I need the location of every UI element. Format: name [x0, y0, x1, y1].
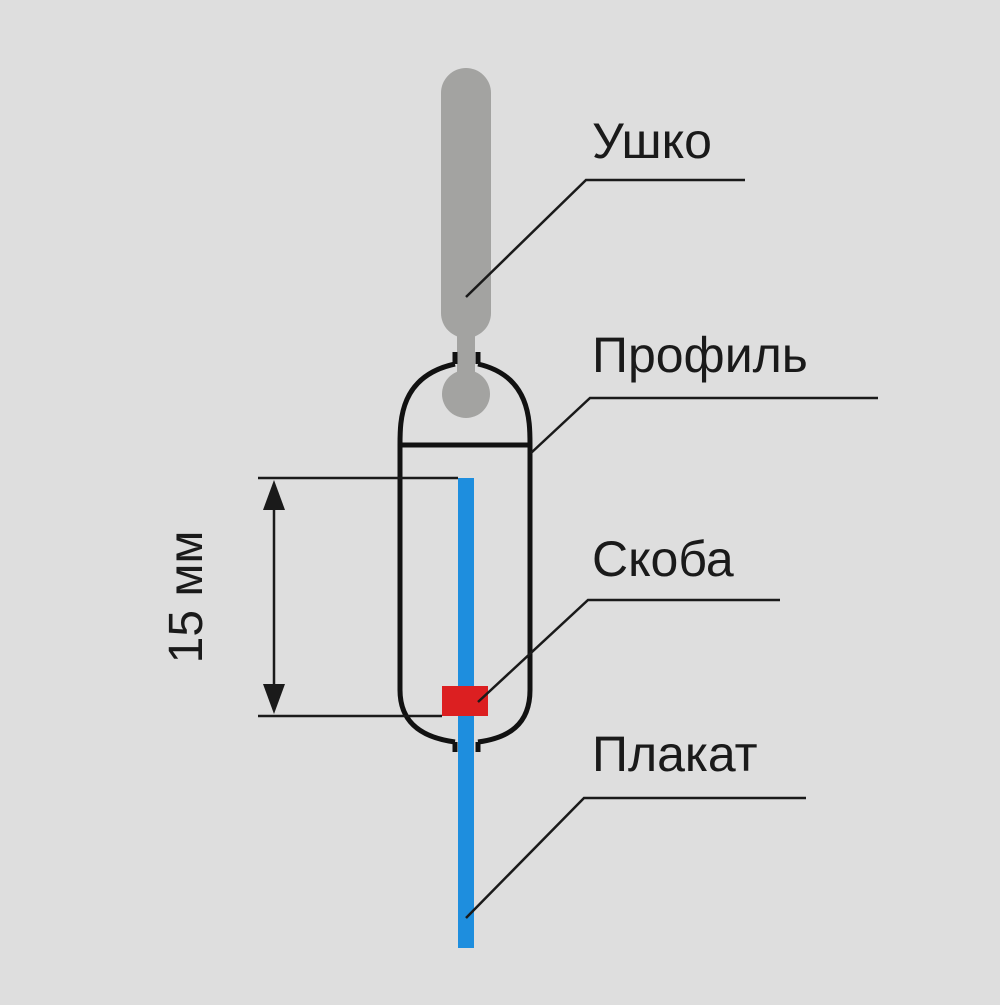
- profile: [397, 352, 533, 752]
- leader-clip: [477, 598, 780, 703]
- dimension-marker: [258, 476, 458, 718]
- leader-eyelet: [465, 178, 745, 298]
- eyelet-bar: [441, 68, 491, 338]
- eyelet-ball: [442, 370, 490, 418]
- leader-profile: [530, 396, 878, 454]
- label-clip: Скоба: [592, 531, 734, 587]
- eyelet-neck: [457, 330, 475, 380]
- label-poster: Плакат: [592, 726, 758, 782]
- label-eyelet: Ушко: [592, 113, 712, 169]
- leader-lines: [465, 178, 878, 919]
- dimension-arrow-top: [263, 480, 285, 510]
- clip-block: [442, 686, 488, 716]
- dimension-arrow-bottom: [263, 684, 285, 714]
- dimension-label: 15 мм: [160, 531, 213, 664]
- leader-poster: [465, 796, 806, 919]
- eyelet: [441, 68, 491, 418]
- label-profile: Профиль: [592, 327, 808, 383]
